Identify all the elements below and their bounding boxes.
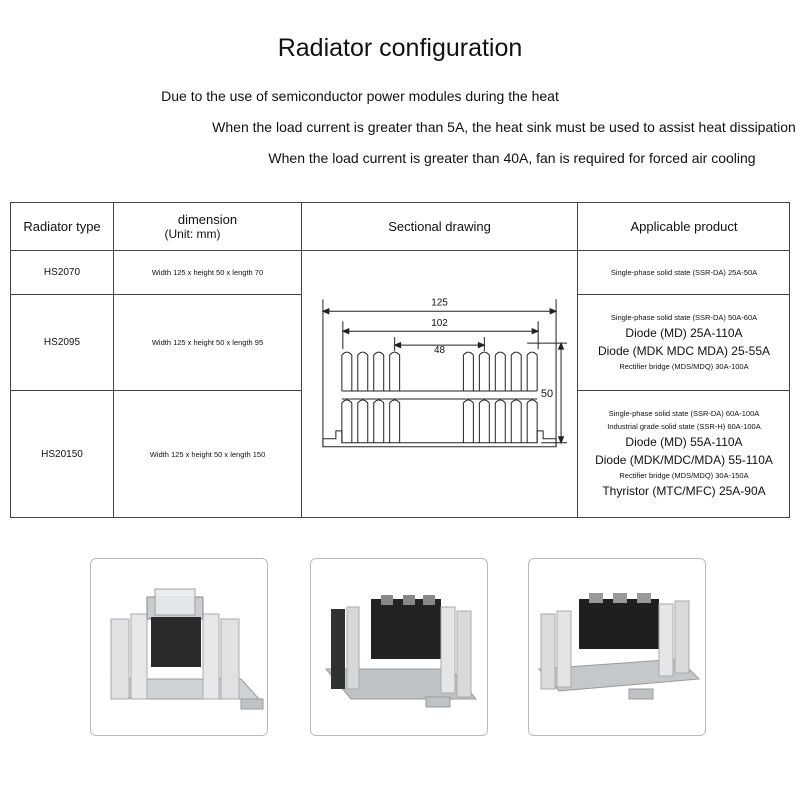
product-item: Single-phase solid state (SSR-DA) 25A-50…: [610, 267, 758, 277]
row-hs2070-products: Single-phase solid state (SSR-DA) 25A-50…: [578, 251, 790, 295]
header-applicable-product: Applicable product: [578, 203, 790, 251]
arrow: [477, 341, 486, 349]
heatsink-fin: [526, 399, 538, 443]
product-item: Diode (MD) 25A-110A: [625, 326, 743, 340]
heatsink-fins: [341, 351, 538, 443]
arrow: [341, 327, 350, 335]
arrow: [549, 308, 558, 315]
row-hs2070-dimension: Width 125 x height 50 x length 70: [114, 251, 302, 295]
arrow: [557, 341, 565, 350]
heatsink-fin: [357, 399, 369, 443]
dim-125-label: 125: [431, 297, 448, 308]
heatsink-photo-long: [528, 558, 706, 736]
product-item: Single-phase solid state (SSR-DA) 60A-10…: [608, 409, 760, 418]
heatsink-photo-module: [310, 558, 488, 736]
header-dimension-unit: (Unit: mm): [164, 227, 221, 241]
heatsink-fin: [373, 351, 385, 391]
row-hs2095-dimension: Width 125 x height 50 x length 95: [114, 295, 302, 391]
header-dimension-label: dimension: [177, 212, 238, 227]
product-item: Thyristor (MTC/MFC) 25A-90A: [602, 484, 766, 498]
heatsink-fin: [462, 399, 474, 443]
product-item: Diode (MDK MDC MDA) 25-55A: [597, 344, 771, 358]
dim-48-label: 48: [434, 345, 446, 356]
heatsink-fin: [389, 351, 401, 391]
heatsink-fin: [526, 351, 538, 391]
heatsink-fin: [341, 351, 353, 391]
heatsink-fin: [462, 351, 474, 391]
heatsink-base-outline: [341, 390, 538, 400]
arrow: [531, 327, 540, 335]
header-dimension: dimension (Unit: mm): [114, 203, 302, 251]
heatsink-illustration: [324, 595, 478, 708]
product-item: Single-phase solid state (SSR-DA) 50A-60…: [610, 313, 758, 322]
heatsink-fin: [357, 351, 369, 391]
dim-102-label: 102: [431, 318, 448, 329]
sectional-drawing-cell: 125 102 48 50: [302, 251, 578, 517]
page-title: Radiator configuration: [277, 34, 523, 62]
heatsink-fin: [341, 399, 353, 443]
heatsink-fin: [478, 399, 490, 443]
heatsink-fin: [494, 351, 506, 391]
product-item: Diode (MDK/MDC/MDA) 55-110A: [595, 453, 773, 467]
heatsink-fin: [373, 399, 385, 443]
heatsink-fin: [478, 351, 490, 391]
row-hs20150-type: HS20150: [11, 391, 114, 517]
heatsink-fin: [389, 399, 401, 443]
product-item: Rectifier bridge (MDS/MDQ) 30A-100A: [619, 362, 749, 371]
header-radiator-type: Radiator type: [11, 203, 114, 251]
intro-line-2: When the load current is greater than 5A…: [212, 119, 796, 135]
row-hs2070-type: HS2070: [11, 251, 114, 295]
heatsink-illustration: [109, 588, 264, 710]
product-item: Rectifier bridge (MDS/MDQ) 30A-150A: [619, 471, 749, 480]
product-item: Diode (MD) 55A-110A: [625, 435, 743, 449]
arrow: [321, 308, 330, 315]
row-hs20150-products: Single-phase solid state (SSR-DA) 60A-10…: [578, 391, 790, 517]
dim-50-label: 50: [541, 388, 553, 400]
heatsink-cross-section: 125 102 48 50: [321, 297, 568, 448]
heatsink-fin: [510, 351, 522, 391]
row-hs2095-type: HS2095: [11, 295, 114, 391]
heatsink-fin: [494, 399, 506, 443]
heatsink-photo-ssr: [90, 558, 268, 736]
arrow: [393, 341, 402, 349]
intro-line-3: When the load current is greater than 40…: [268, 150, 756, 166]
header-sectional-drawing: Sectional drawing: [302, 203, 578, 251]
heatsink-illustration: [537, 593, 701, 700]
product-item: Industrial grade solid state (SSR-H) 60A…: [607, 422, 761, 431]
arrow: [557, 436, 565, 445]
radiator-table: Radiator type dimension (Unit: mm) Secti…: [10, 202, 790, 518]
row-hs20150-dimension: Width 125 x height 50 x length 150: [114, 391, 302, 517]
heatsink-fin: [510, 399, 522, 443]
row-hs2095-products: Single-phase solid state (SSR-DA) 50A-60…: [578, 295, 790, 391]
intro-line-1: Due to the use of semiconductor power mo…: [161, 88, 559, 104]
